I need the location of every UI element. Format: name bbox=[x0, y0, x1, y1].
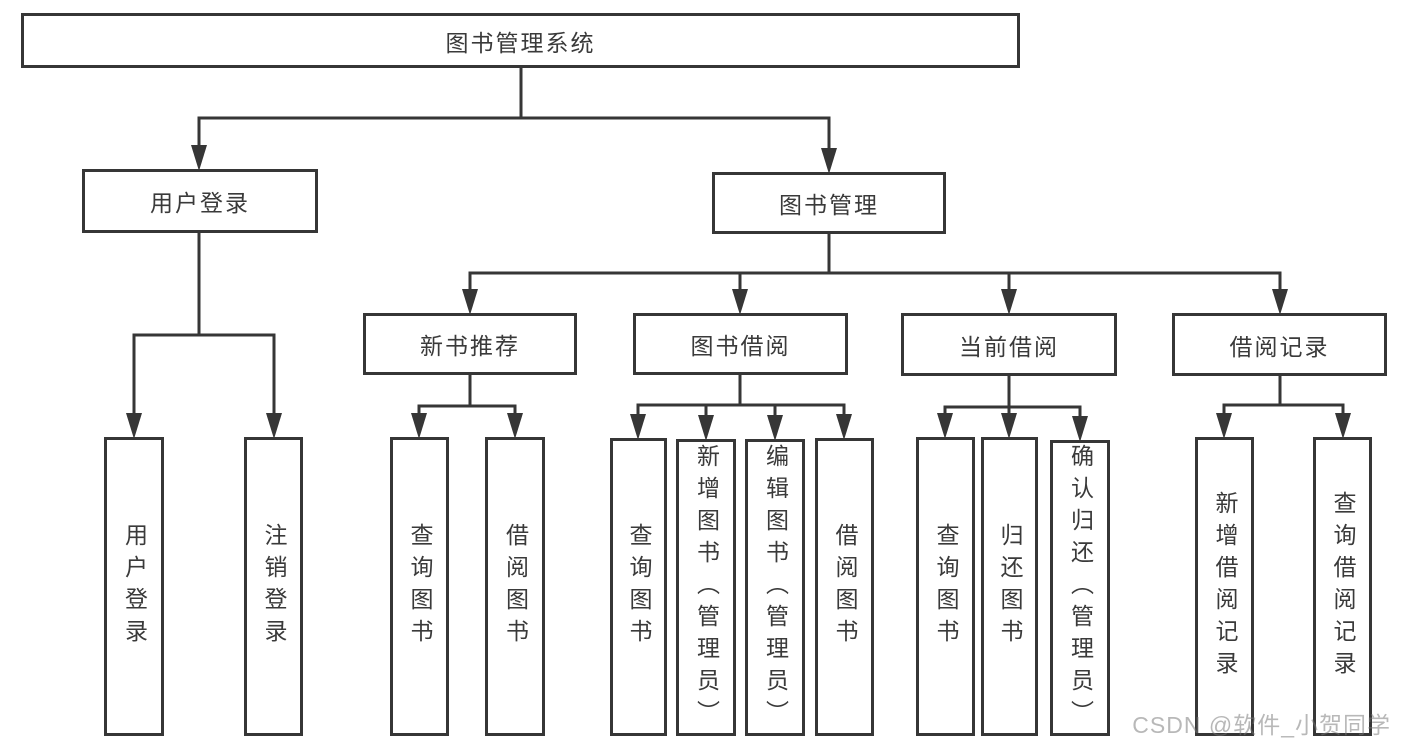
node-book-borrow: 图书借阅 bbox=[633, 313, 848, 375]
node-root: 图书管理系统 bbox=[21, 13, 1020, 68]
node-leaf-cb-query-books: 查询图书 bbox=[916, 437, 975, 736]
node-book-management: 图书管理 bbox=[712, 172, 946, 234]
node-leaf-nr-query-books: 查询图书 bbox=[390, 437, 449, 736]
node-leaf-logout: 注销登录 bbox=[244, 437, 303, 736]
node-borrow-records: 借阅记录 bbox=[1172, 313, 1387, 376]
node-leaf-br-query-record: 查询借阅记录 bbox=[1313, 437, 1372, 736]
node-current-borrow: 当前借阅 bbox=[901, 313, 1117, 376]
node-leaf-bb-borrow-books: 借阅图书 bbox=[815, 438, 874, 736]
node-leaf-bb-add-books-admin: 新增图书（管理员） bbox=[676, 439, 736, 736]
node-user-login: 用户登录 bbox=[82, 169, 318, 233]
node-leaf-bb-edit-books-admin: 编辑图书（管理员） bbox=[745, 439, 805, 736]
node-new-book-recommend: 新书推荐 bbox=[363, 313, 577, 375]
node-leaf-login: 用户登录 bbox=[104, 437, 164, 736]
node-leaf-cb-return-books: 归还图书 bbox=[981, 437, 1038, 736]
node-leaf-bb-query-books: 查询图书 bbox=[610, 438, 667, 736]
watermark: CSDN @软件_小贺同学 bbox=[1132, 712, 1391, 738]
node-leaf-cb-confirm-return-admin: 确认归还（管理员） bbox=[1050, 440, 1110, 736]
node-leaf-nr-borrow-books: 借阅图书 bbox=[485, 437, 545, 736]
node-leaf-br-add-record: 新增借阅记录 bbox=[1195, 437, 1254, 736]
